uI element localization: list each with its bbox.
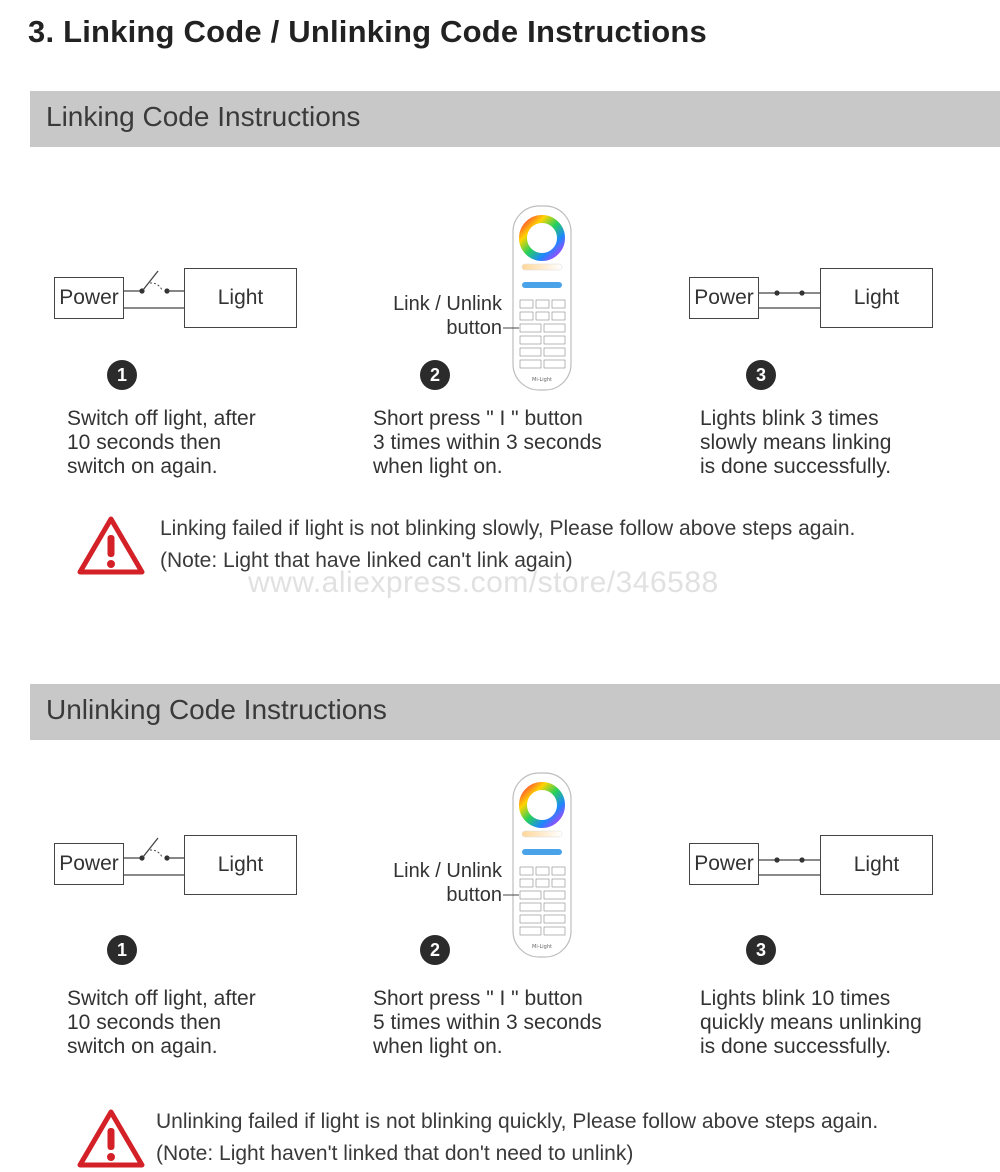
warning-triangle-icon: [77, 1109, 145, 1168]
linking-section-header: Linking Code Instructions: [30, 91, 1000, 147]
unlinking-warning-text: Unlinking failed if light is not blinkin…: [156, 1110, 879, 1165]
warning-triangle-icon: [77, 516, 145, 575]
power-box: Power: [54, 843, 124, 885]
light-box: Light: [184, 835, 297, 895]
link-unlink-label: Link / Unlink button: [360, 292, 502, 340]
link-unlink-label-line1: Link / Unlink: [393, 293, 502, 315]
watermark: www.aliexpress.com/store/346588: [248, 566, 719, 599]
step-number-badge: 2: [420, 360, 450, 390]
step-1-description: Switch off light, after 10 seconds then …: [67, 987, 256, 1058]
step-3-description: Lights blink 3 times slowly means linkin…: [700, 407, 892, 478]
power-box: Power: [54, 277, 124, 319]
open-switch-wiring: [124, 837, 184, 876]
unlinking-section-header: Unlinking Code Instructions: [30, 684, 1000, 740]
remote-control-unlinking: Mi-Light: [503, 772, 572, 958]
power-box: Power: [689, 843, 759, 885]
link-unlink-label: Link / Unlink button: [360, 859, 502, 907]
remote-brand: Mi-Light: [532, 944, 552, 950]
linking-warning-text: Linking failed if light is not blinking …: [160, 517, 856, 572]
step-number-badge: 1: [107, 360, 137, 390]
step-number-badge: 3: [746, 935, 776, 965]
step-number-badge: 3: [746, 360, 776, 390]
light-box: Light: [820, 835, 933, 895]
light-box: Light: [184, 268, 297, 328]
step-number-badge: 2: [420, 935, 450, 965]
link-unlink-label-line2: button: [446, 317, 502, 339]
step-2-description: Short press " I " button 3 times within …: [373, 407, 602, 478]
closed-switch-wiring: [759, 290, 820, 309]
step-2-description: Short press " I " button 5 times within …: [373, 987, 602, 1058]
closed-switch-wiring: [759, 857, 820, 876]
remote-control-linking: Mi-Light: [503, 205, 572, 391]
remote-brand: Mi-Light: [532, 377, 552, 383]
open-switch-wiring: [124, 270, 184, 309]
page-title: 3. Linking Code / Unlinking Code Instruc…: [28, 14, 707, 49]
step-number-badge: 1: [107, 935, 137, 965]
linking-section-title: Linking Code Instructions: [46, 101, 361, 132]
step-3-description: Lights blink 10 times quickly means unli…: [700, 987, 922, 1058]
power-box: Power: [689, 277, 759, 319]
unlinking-section-title: Unlinking Code Instructions: [46, 694, 387, 725]
step-1-description: Switch off light, after 10 seconds then …: [67, 407, 256, 478]
link-unlink-label-line1: Link / Unlink: [393, 860, 502, 882]
link-unlink-label-line2: button: [446, 884, 502, 906]
light-box: Light: [820, 268, 933, 328]
